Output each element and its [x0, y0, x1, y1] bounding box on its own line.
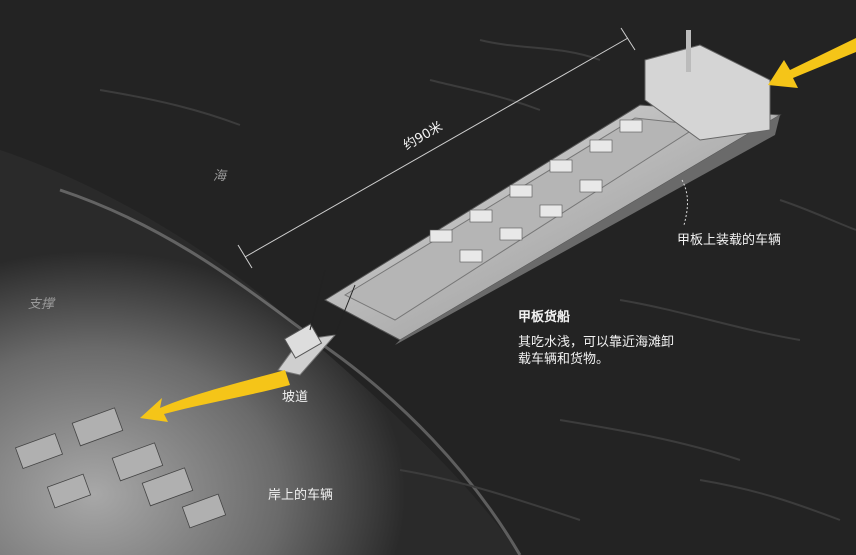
sea-label: 海 [213, 169, 227, 184]
ramp-label: 坡道 [282, 390, 309, 405]
ship-description: 其吃水浅，可以靠近海滩卸载车辆和货物。 [518, 335, 675, 367]
deck-vehicles-label: 甲板上装载的车辆 [677, 233, 782, 248]
support-label: 支撑 [28, 297, 55, 312]
ship-title: 甲板货船 [518, 310, 571, 325]
cargo-ship [277, 30, 782, 376]
deck-vehicles [429, 119, 643, 263]
length-measure-line [237, 27, 636, 269]
waves [99, 39, 856, 521]
deck-leader-line [681, 179, 688, 226]
shore-vehicles [14, 407, 227, 529]
arrow-icon [140, 38, 856, 422]
shore-vehicles-label: 岸上的车辆 [268, 488, 334, 503]
